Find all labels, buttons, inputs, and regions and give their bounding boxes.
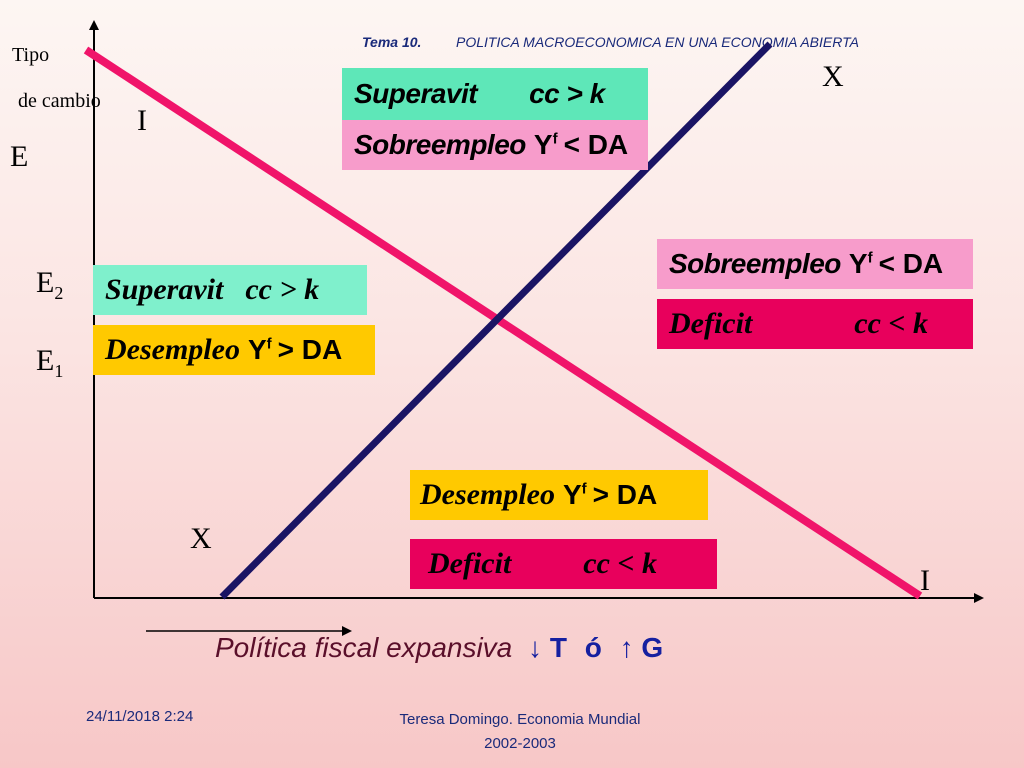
bottom-desempleo-y-sup: f — [581, 480, 587, 498]
bottom-desempleo-y-letter: Y — [562, 479, 582, 510]
left-desempleo-y: Yf — [248, 334, 272, 366]
right-sobreempleo-y: Yf — [849, 248, 873, 280]
top-sobreempleo-y: Yf — [534, 129, 558, 161]
policy-t: T — [549, 632, 567, 663]
header-topic: Tema 10. — [362, 34, 422, 50]
right-deficit-label: Deficit — [669, 307, 753, 340]
ii-curve — [83, 46, 923, 600]
e2-sub: 2 — [54, 283, 64, 303]
top-superavit-relation: cc > k — [529, 78, 605, 109]
ii-bottom-label: I — [920, 564, 930, 597]
left-superavit-box: Superavit cc > k — [93, 265, 367, 315]
e1-base: E — [36, 344, 55, 377]
right-sobreempleo-label: Sobreempleo — [669, 248, 841, 279]
top-sobreempleo-y-sup: f — [552, 130, 558, 148]
left-superavit-relation: cc > k — [245, 273, 320, 306]
bottom-desempleo-label: Desempleo — [420, 478, 555, 511]
slide-header: Tema 10. POLITICA MACROECONOMICA EN UNA … — [0, 34, 1024, 54]
y-axis-label-line1: Tipo — [12, 44, 50, 66]
e2-base: E — [36, 266, 55, 299]
bottom-deficit-label: Deficit — [428, 547, 512, 580]
right-sobreempleo-y-sup: f — [867, 249, 873, 267]
left-desempleo-box: Desempleo Yf > DA — [93, 325, 375, 375]
right-sobreempleo-y-letter: Y — [848, 248, 868, 279]
footer-years: 2002-2003 — [484, 735, 556, 752]
left-desempleo-relation: > DA — [277, 334, 343, 365]
footer-date: 24/11/2018 2:24 — [86, 708, 194, 725]
top-sobreempleo-y-letter: Y — [533, 129, 553, 160]
bottom-desempleo-relation: > DA — [592, 479, 658, 510]
top-sobreempleo-box: Sobreempleo Yf < DA — [342, 120, 648, 170]
header-title: POLITICA MACROECONOMICA EN UNA ECONOMIA … — [456, 34, 859, 50]
policy-g: G — [641, 632, 664, 663]
top-superavit-box: Superavit cc > k — [342, 68, 648, 120]
left-desempleo-y-sup: f — [266, 335, 272, 353]
top-sobreempleo-relation: < DA — [563, 129, 629, 160]
left-superavit-label: Superavit — [105, 273, 224, 306]
policy-label: Política fiscal expansiva ↓ T ó ↑ G — [215, 632, 663, 664]
arrow-up-icon: ↑ — [619, 632, 634, 663]
top-sobreempleo-label: Sobreempleo — [354, 129, 526, 160]
left-desempleo-y-letter: Y — [247, 334, 267, 365]
right-deficit-box: Deficit cc < k — [657, 299, 973, 349]
footer-author-block: Teresa Domingo. Economia Mundial 2002-20… — [330, 708, 710, 756]
e1-label: E1 — [36, 344, 63, 382]
right-sobreempleo-box: Sobreempleo Yf < DA — [657, 239, 973, 289]
bottom-desempleo-y: Yf — [563, 479, 587, 511]
left-desempleo-label: Desempleo — [105, 333, 240, 366]
arrow-down-icon: ↓ — [528, 632, 543, 663]
policy-text: Política fiscal expansiva — [215, 632, 513, 663]
footer-author: Teresa Domingo. Economia Mundial — [399, 711, 641, 728]
right-sobreempleo-relation: < DA — [878, 248, 944, 279]
y-axis-label-line2: de cambio — [18, 90, 101, 112]
e2-label: E2 — [36, 266, 63, 304]
ii-top-label: I — [137, 104, 147, 137]
xx-top-label: X — [822, 60, 844, 93]
bottom-desempleo-box: Desempleo Yf > DA — [410, 470, 708, 520]
bottom-deficit-box: Deficit cc < k — [410, 539, 717, 589]
policy-o: ó — [584, 632, 602, 663]
right-deficit-relation: cc < k — [854, 307, 929, 340]
bottom-deficit-relation: cc < k — [583, 547, 658, 580]
e-label: E — [10, 140, 29, 173]
xx-bottom-label: X — [190, 522, 212, 555]
top-superavit-label: Superavit — [354, 78, 478, 109]
xx-curve — [219, 41, 773, 600]
e1-sub: 1 — [54, 361, 64, 381]
